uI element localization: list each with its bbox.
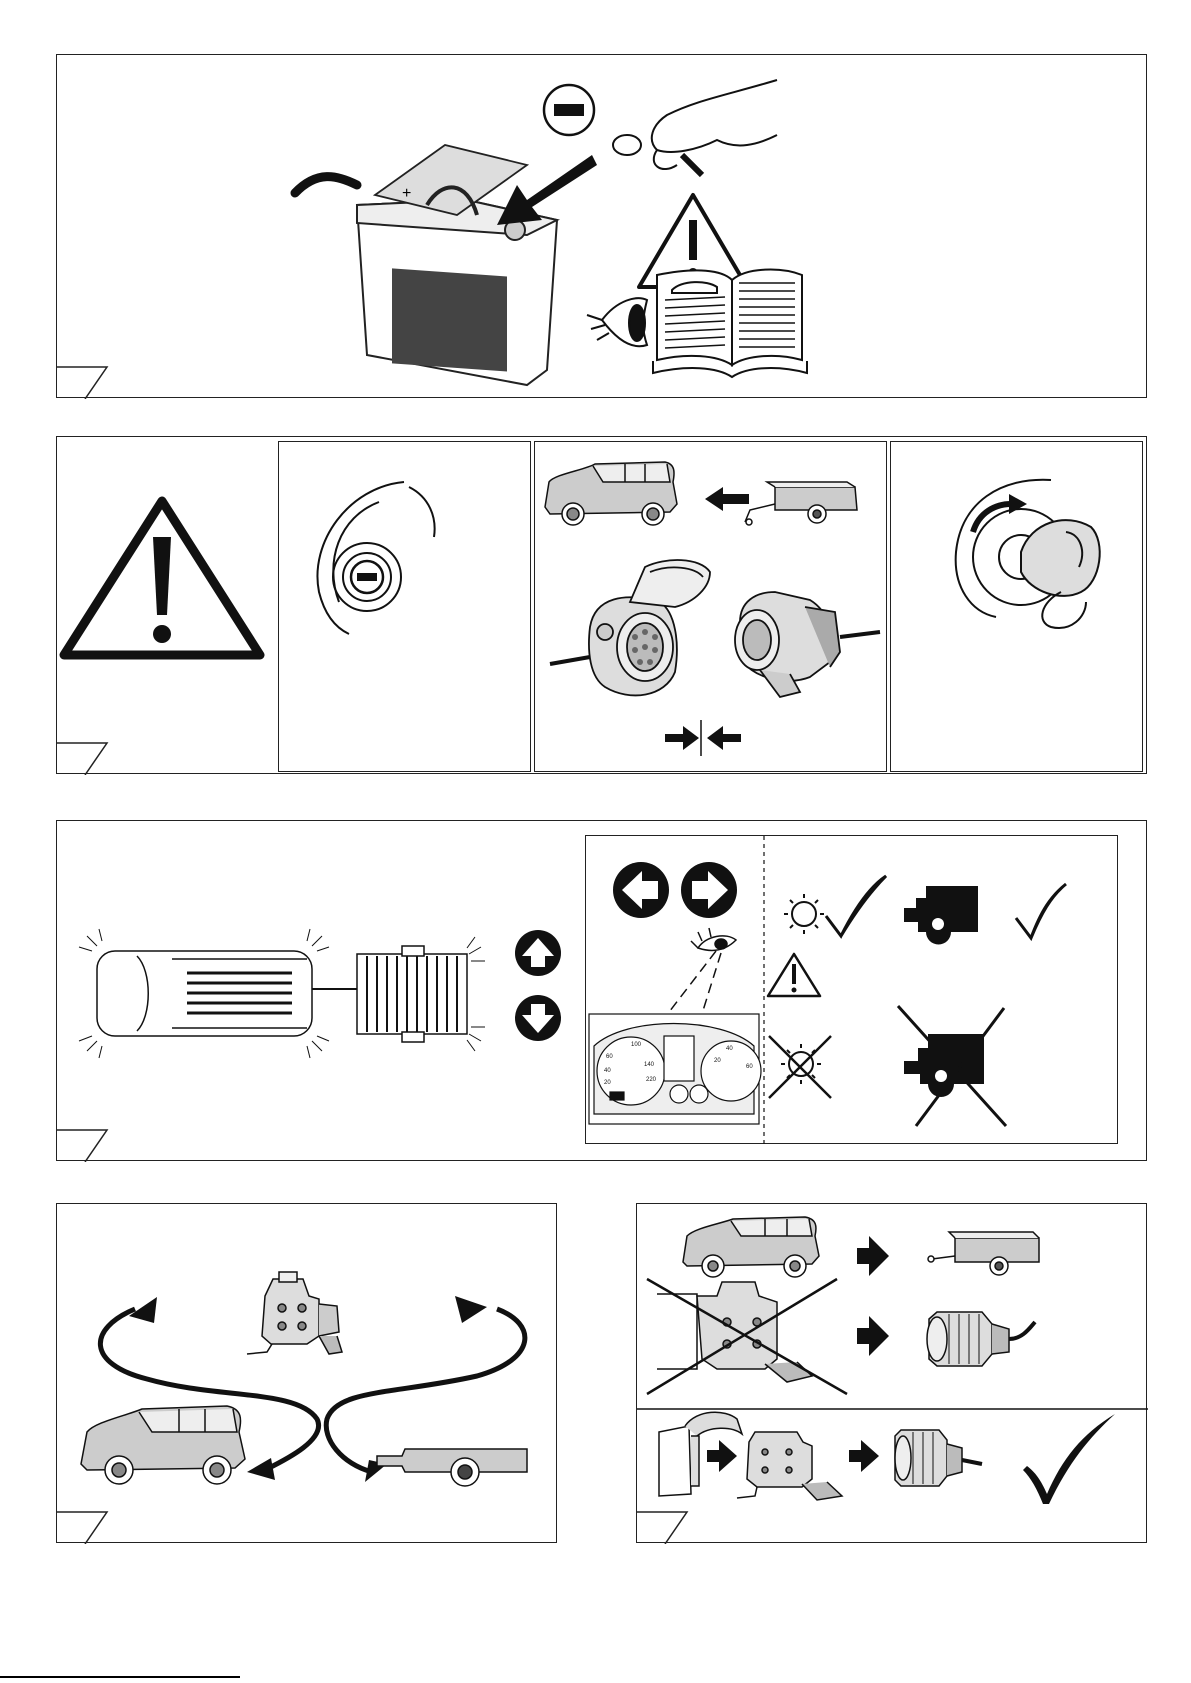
eye-icon (691, 928, 736, 950)
indicator-check-box: 60 100 40 140 20 220 40 20 60 (585, 835, 1118, 1144)
step-panel-1: + (56, 54, 1147, 398)
trailer-check-icon (904, 884, 1066, 945)
vehicle-icon (683, 1217, 819, 1277)
trailer-icon (928, 1232, 1039, 1275)
trailer-plug-icon (735, 592, 880, 697)
ignition-on-box (890, 441, 1143, 772)
adaptor-icon (737, 1432, 842, 1500)
indicator-left-icon (613, 862, 669, 918)
svg-text:40: 40 (726, 1046, 733, 1052)
check-mark-icon (1023, 1414, 1115, 1504)
svg-text:140: 140 (644, 1062, 655, 1068)
socket-adaptor-icon (247, 1272, 342, 1354)
arrow-icon (707, 1440, 737, 1472)
svg-text:+: + (402, 185, 411, 202)
trailer-fault-icon (898, 1006, 1006, 1126)
owner-manual-icon (653, 270, 807, 377)
arrow-icon (705, 487, 749, 511)
arrow-down-icon (515, 995, 561, 1041)
step-panel-4 (56, 1203, 557, 1543)
instrument-cluster-icon: 60 100 40 140 20 220 40 20 60 (589, 1014, 761, 1124)
ignition-on-icon (956, 480, 1100, 628)
vehicle-icon (545, 462, 677, 525)
lamp-check-icon (784, 876, 886, 936)
vehicle-icon (81, 1406, 245, 1484)
svg-text:60: 60 (606, 1054, 613, 1060)
eye-icon (587, 298, 647, 346)
svg-text:20: 20 (714, 1058, 721, 1064)
warning-triangle-icon (64, 501, 260, 655)
plug-icon (895, 1430, 982, 1486)
join-arrows-icon (665, 720, 741, 756)
vehicle-with-trailer-top-view (79, 929, 485, 1058)
step-panel-3: 60 100 40 140 20 220 40 20 60 (56, 820, 1147, 1161)
svg-text:100: 100 (631, 1042, 642, 1048)
trailer-socket-icon (550, 560, 710, 695)
step-panel-5 (636, 1203, 1147, 1543)
svg-text:220: 220 (646, 1077, 657, 1083)
indicator-right-icon (681, 862, 737, 918)
svg-text:20: 20 (604, 1080, 611, 1086)
trailer-icon (745, 482, 857, 525)
plug-icon (927, 1312, 1035, 1366)
step-panel-2 (56, 436, 1147, 774)
ignition-off-icon (317, 482, 434, 634)
battery-icon: + (295, 145, 557, 385)
arrow-icon (857, 1236, 889, 1276)
warning-triangle-icon (768, 954, 820, 996)
ignition-off-box (278, 441, 531, 772)
arrow-icon (857, 1316, 889, 1356)
minus-sign-icon (544, 85, 594, 135)
hand-with-terminal-icon (613, 80, 777, 175)
connection-box (534, 441, 887, 772)
footer-rule (0, 1676, 240, 1678)
arrow-up-icon (515, 930, 561, 976)
svg-text:60: 60 (746, 1064, 753, 1070)
trailer-icon (377, 1449, 527, 1486)
lamp-fault-icon (769, 1036, 831, 1098)
svg-text:40: 40 (604, 1068, 611, 1074)
arrow-icon (849, 1440, 879, 1472)
